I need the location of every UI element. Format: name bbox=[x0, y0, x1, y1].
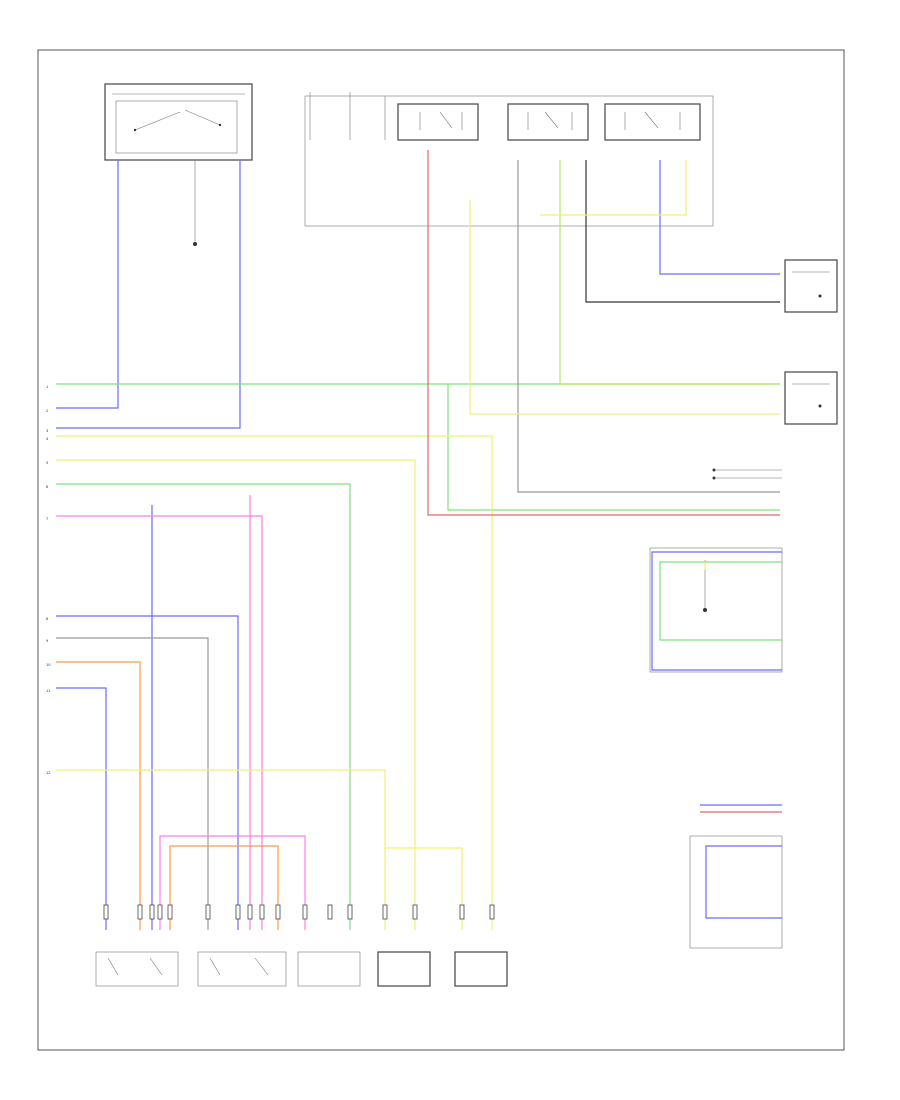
ground-top-icon bbox=[193, 160, 197, 246]
pin-7: 7 bbox=[46, 517, 48, 521]
right-module-1 bbox=[784, 259, 838, 313]
top-module-3 bbox=[604, 103, 701, 141]
pin-10: 10 bbox=[46, 663, 51, 667]
top-module-2 bbox=[507, 103, 589, 141]
pin-3: 3 bbox=[46, 429, 48, 433]
top-left-module bbox=[104, 83, 253, 161]
pin-4: 4 bbox=[46, 437, 49, 441]
right-module-2 bbox=[784, 371, 838, 425]
bottom-component-3 bbox=[297, 951, 361, 987]
top-module-1 bbox=[397, 103, 479, 141]
pin-2: 2 bbox=[46, 409, 48, 413]
pin-9: 9 bbox=[46, 639, 49, 643]
pin-11: 11 bbox=[46, 689, 51, 693]
bottom-terminals bbox=[103, 904, 495, 920]
pin-12: 12 bbox=[46, 771, 51, 775]
top-module-area bbox=[304, 92, 714, 227]
pin-8: 8 bbox=[46, 617, 49, 621]
left-connector: 1 2 3 4 5 6 7 8 9 10 11 12 bbox=[46, 385, 51, 775]
right-connector bbox=[712, 468, 782, 480]
right-sensor bbox=[649, 547, 783, 673]
pin-5: 5 bbox=[46, 461, 48, 465]
wires bbox=[56, 150, 782, 930]
bottom-component-1 bbox=[95, 951, 179, 987]
diagram-frame bbox=[37, 49, 845, 1051]
right-bottom-module bbox=[689, 835, 783, 949]
pin-1: 1 bbox=[46, 385, 48, 389]
pin-6: 6 bbox=[46, 485, 49, 489]
bottom-component-4 bbox=[377, 951, 431, 987]
bottom-component-2 bbox=[197, 951, 287, 987]
bottom-component-5 bbox=[454, 951, 508, 987]
